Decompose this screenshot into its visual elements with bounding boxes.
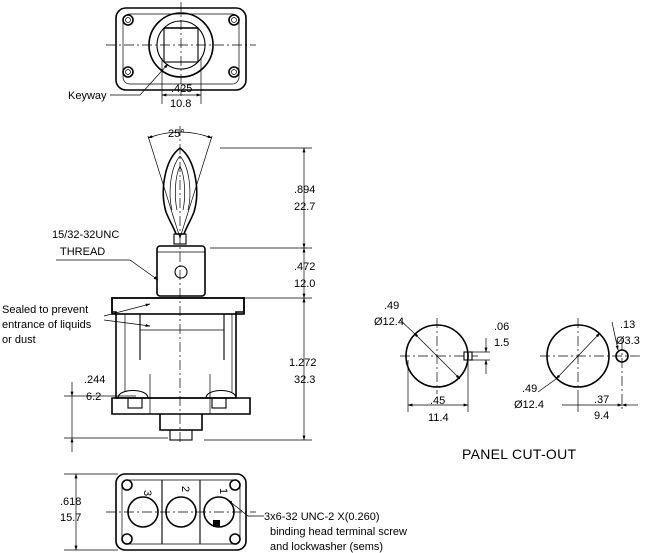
keyway-label: Keyway [68, 90, 107, 102]
thread-label-1: 15/32-32UNC [52, 229, 119, 241]
cutout-right [537, 318, 640, 412]
angle-dim: 25° [168, 128, 185, 140]
sealed-label-2: entrance of liquids [2, 319, 92, 331]
terminal-number-2: 2 [179, 486, 191, 492]
side-view [64, 126, 312, 452]
sealed-label-3: or dust [2, 334, 36, 346]
cutout-right-offset-in: .37 [594, 394, 609, 406]
bottom-view [64, 473, 256, 551]
sealed-label-1: Sealed to prevent [2, 304, 88, 316]
body-dim-mm: 32.3 [294, 374, 315, 386]
terminal-number-3: 3 [141, 490, 153, 496]
cutout-right-offset-mm: 9.4 [594, 410, 609, 422]
keyway-dim-mm: 10.8 [170, 98, 191, 110]
cutout-right-hole-in: .13 [620, 319, 635, 331]
cutout-right-hole-mm: Ø3.3 [616, 335, 640, 347]
thread-label-2: THREAD [60, 246, 105, 258]
base-dim-in: .618 [60, 496, 81, 508]
cutout-right-dia-mm: Ø12.4 [514, 399, 544, 411]
cutout-left-key-in: .06 [494, 321, 509, 333]
bushing-dim-mm: 12.0 [294, 278, 315, 290]
keyway-dim-in: .425 [171, 83, 192, 95]
cutout-left-dia-in: .49 [384, 300, 399, 312]
terminal-number-1: 1 [217, 488, 229, 494]
cutout-left-offset-mm: 11.4 [428, 412, 449, 424]
bushing-dim-in: .472 [294, 261, 315, 273]
screw-label-1: 3x6-32 UNC-2 X(0.260) [264, 511, 380, 523]
cutout-right-dia-in: .49 [522, 383, 537, 395]
lever-dim-mm: 22.7 [294, 201, 315, 213]
cutout-left-key-mm: 1.5 [494, 337, 509, 349]
top-view [106, 2, 256, 104]
body-dim-in: 1.272 [289, 357, 317, 369]
screw-label-2: binding head terminal screw [270, 526, 407, 538]
screw-label-3: and lockwasher (sems) [270, 541, 383, 553]
terminal-dim-in: .244 [84, 374, 105, 386]
cutout-left-dia-mm: Ø12.4 [374, 316, 404, 328]
panel-cutout-title: PANEL CUT-OUT [462, 446, 577, 462]
terminal-dim-mm: 6.2 [86, 391, 101, 403]
lever-dim-in: .894 [294, 184, 315, 196]
base-dim-mm: 15.7 [60, 512, 81, 524]
cutout-left [399, 318, 490, 412]
cutout-left-offset-in: .45 [430, 395, 445, 407]
